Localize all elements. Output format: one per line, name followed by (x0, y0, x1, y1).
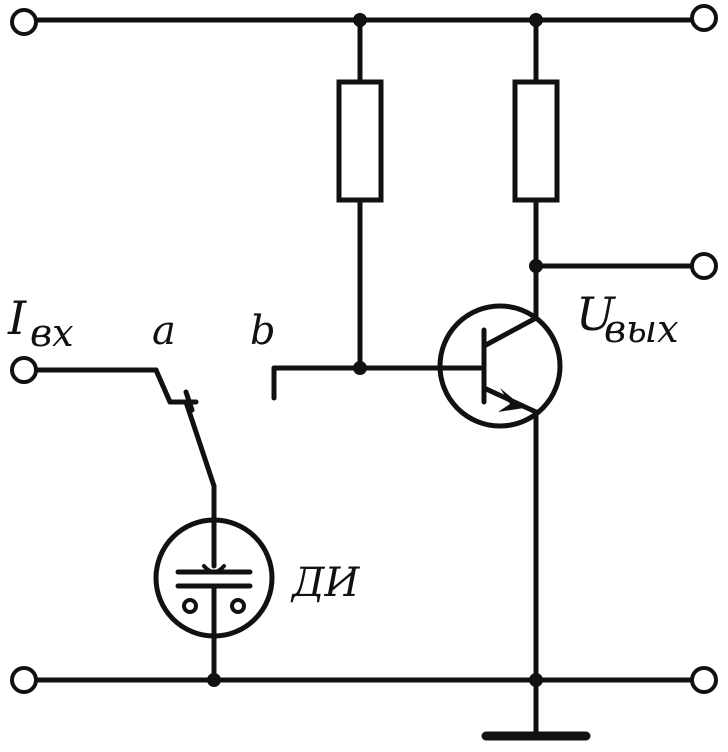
label-input-current-subscript: вх (30, 311, 74, 355)
switch-arm (183, 399, 217, 489)
resistor-r2 (512, 79, 560, 203)
label-output-voltage: U (576, 287, 617, 341)
junction-top-r2 (529, 13, 543, 27)
contact-a-stub (153, 367, 173, 405)
junction-top-r1 (353, 13, 367, 27)
terminal-bottom-left (10, 666, 38, 694)
indicator-gas-dot-left (182, 598, 198, 614)
terminal-top-left (10, 8, 38, 36)
transistor-collector (481, 315, 539, 349)
terminal-bottom-right (690, 666, 718, 694)
label-indicator: ДИ (290, 560, 361, 606)
junction-bottom-emitter (529, 673, 543, 687)
junction-output (529, 259, 543, 273)
label-contact-a: a (152, 308, 176, 354)
switch-tick (183, 389, 195, 413)
label-input-current: I (7, 291, 27, 345)
terminal-input (10, 356, 38, 384)
terminal-top-right (690, 4, 718, 32)
indicator-gas-dot-right (230, 598, 246, 614)
junction-base (353, 361, 367, 375)
terminal-output (690, 252, 718, 280)
resistor-r1 (336, 79, 384, 203)
transistor-body (437, 303, 563, 429)
junction-bottom-indicator (207, 673, 221, 687)
label-contact-b: b (250, 308, 276, 354)
emitter-arrow-icon (498, 388, 524, 412)
label-output-voltage-subscript: вых (604, 307, 679, 351)
